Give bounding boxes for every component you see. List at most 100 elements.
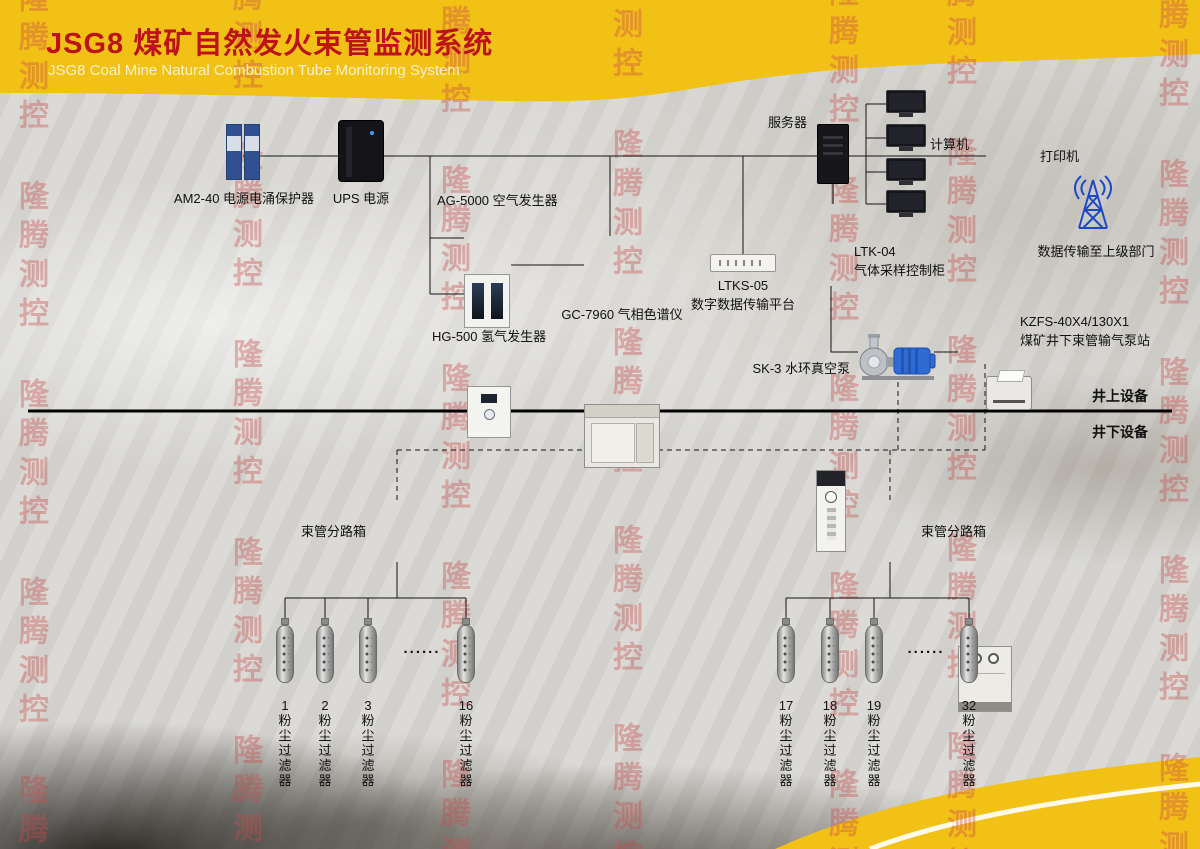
filter-holes [965, 634, 973, 674]
filter-body [777, 625, 795, 683]
computer-monitor [886, 190, 926, 217]
gc-top-strip [585, 405, 659, 418]
filter-holes [782, 634, 790, 674]
printer-device [986, 370, 1032, 410]
gas-sampling-cabinet-device [816, 470, 846, 552]
dust-filter [776, 618, 796, 683]
filter-number: 32 [961, 698, 977, 713]
filter-name: 粉尘过滤器 [867, 713, 881, 788]
filter-name: 粉尘过滤器 [962, 713, 976, 788]
pump-station-gauge [988, 653, 999, 664]
radio-tower-icon [1062, 172, 1124, 237]
filter-cap [462, 618, 470, 625]
filter-cap [826, 618, 834, 625]
hydrogen-generator-device [467, 386, 511, 438]
filter-name: 粉尘过滤器 [779, 713, 793, 788]
air-generator-label: AG-5000 空气发生器 [437, 193, 558, 208]
pump-station-label-line1: KZFS-40X4/130X1 [1020, 314, 1130, 329]
above-ground-label: 井上设备 [1092, 388, 1148, 404]
filter-body [457, 625, 475, 683]
hydrogen-generator-dial [483, 409, 495, 420]
filter-holes [826, 634, 834, 674]
filter-name: 粉尘过滤器 [318, 713, 332, 788]
air-generator-device [464, 274, 510, 328]
filter-holes [364, 634, 372, 674]
filter-name: 粉尘过滤器 [361, 713, 375, 788]
server-slot [823, 136, 843, 139]
computer-label: 计算机 [930, 137, 970, 152]
ups-led [370, 131, 374, 135]
surge-module [244, 124, 260, 180]
radio-tower-label: 数据传输至上级部门 [1037, 244, 1155, 259]
monitor-screen [889, 93, 923, 110]
filter-cap [321, 618, 329, 625]
filter-label-block: 1 粉尘过滤器 [276, 698, 294, 788]
filter-number: 16 [458, 698, 474, 713]
dust-filter [820, 618, 840, 683]
under-ground-label: 井下设备 [1092, 424, 1148, 440]
dust-filter [315, 618, 335, 683]
monitor-screen [889, 193, 923, 210]
monitor-stand [899, 181, 913, 185]
filter-number: 2 [321, 698, 329, 713]
ltks-label-line1: LTKS-05 [717, 278, 769, 293]
dust-filter [358, 618, 378, 683]
page-subtitle: JSG8 Coal Mine Natural Combustion Tube M… [48, 62, 460, 79]
ellipsis-left: ...... [403, 640, 441, 657]
dust-filter [959, 618, 979, 683]
filter-body [865, 625, 883, 683]
filter-name: 粉尘过滤器 [823, 713, 837, 788]
filter-body [960, 625, 978, 683]
server-label: 服务器 [768, 115, 808, 130]
server-slot [823, 144, 843, 147]
ltks-led-row [719, 260, 767, 266]
pump-station-base [959, 702, 1011, 711]
monitor-stand [899, 147, 913, 151]
filter-holes [281, 634, 289, 674]
filter-label-block: 32 粉尘过滤器 [960, 698, 978, 788]
pump-station-label-line2: 煤矿井下束管输气泵站 [1020, 333, 1151, 348]
ltks-label-line2: 数字数据传输平台 [691, 297, 796, 312]
vacuum-pump-device [854, 332, 938, 387]
filter-label-block: 17 粉尘过滤器 [777, 698, 795, 788]
filter-cap [281, 618, 289, 625]
printer-slot [993, 400, 1025, 403]
ltk04-gauge [825, 491, 837, 503]
filter-number: 19 [866, 698, 882, 713]
filter-number: 1 [281, 698, 289, 713]
surge-protector-device [226, 124, 262, 180]
filter-label-block: 19 粉尘过滤器 [865, 698, 883, 788]
page-title: JSG8 煤矿自然发火束管监测系统 [46, 28, 494, 60]
data-transmission-device [710, 254, 776, 272]
filter-label-block: 2 粉尘过滤器 [316, 698, 334, 788]
filter-body [359, 625, 377, 683]
filter-number: 3 [364, 698, 372, 713]
filter-holes [870, 634, 878, 674]
gc-door [591, 423, 635, 463]
dust-filter [864, 618, 884, 683]
air-generator-window [472, 283, 484, 319]
filter-holes [321, 634, 329, 674]
branch-box-left-label: 束管分路箱 [300, 524, 366, 539]
server-slot [823, 152, 843, 155]
filter-label-block: 16 粉尘过滤器 [457, 698, 475, 788]
gc-panel [636, 423, 654, 463]
computer-monitor [886, 90, 926, 117]
monitor-stand [899, 213, 913, 217]
ups-device [338, 120, 384, 182]
surge-protector-label: AM2-40 电源电涌保护器 [173, 191, 315, 206]
dust-filter [275, 618, 295, 683]
filter-label-block: 18 粉尘过滤器 [821, 698, 839, 788]
filter-label-block: 3 粉尘过滤器 [359, 698, 377, 788]
computer-monitor [886, 124, 926, 151]
ellipsis-right: ...... [907, 640, 945, 657]
ups-stripe [346, 127, 352, 177]
branch-box-right-label: 束管分路箱 [921, 524, 987, 539]
computer-monitor [886, 158, 926, 185]
ltk04-top [817, 471, 845, 486]
filter-name: 粉尘过滤器 [278, 713, 292, 788]
ltk04-column [826, 508, 836, 540]
ltk04-label-line1: LTK-04 [854, 244, 896, 259]
filter-holes [462, 634, 470, 674]
